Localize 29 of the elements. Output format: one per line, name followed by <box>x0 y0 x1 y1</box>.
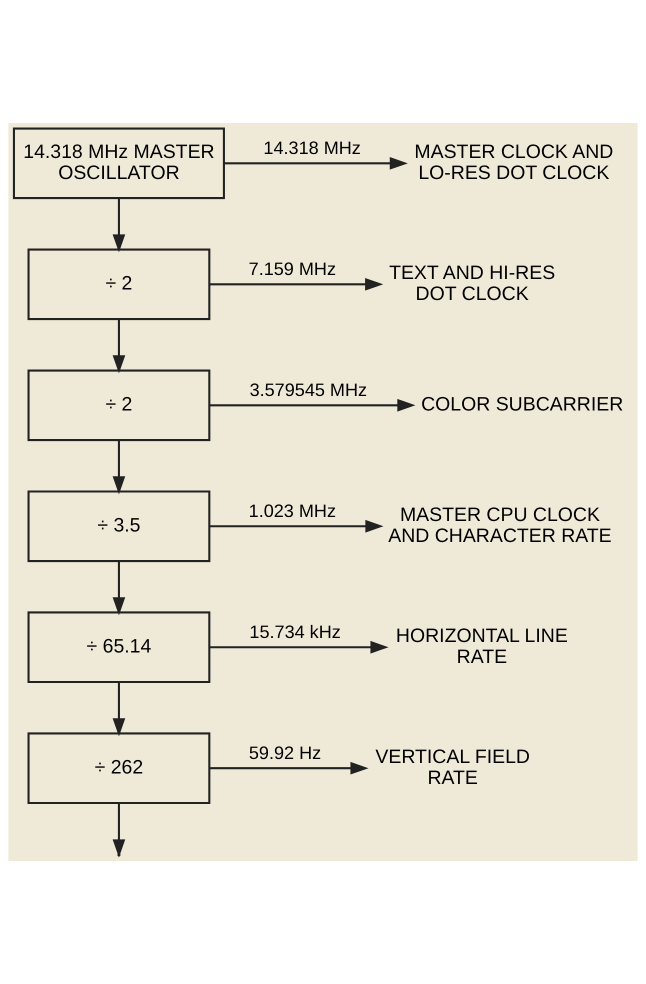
arrow <box>210 520 384 533</box>
arrow <box>112 319 126 374</box>
node-box: ÷ 3.5 <box>28 490 210 562</box>
arrow <box>112 561 126 616</box>
edge-label: 15.734 kHz <box>249 622 341 642</box>
node-box: ÷ 65.14 <box>28 611 210 684</box>
node-box: ÷ 2 <box>28 248 210 320</box>
node-box: 14.318 MHz MASTER OSCILLATOR <box>12 128 225 200</box>
arrow <box>210 640 389 654</box>
arrow <box>224 157 408 170</box>
edge-label: 7.159 MHz <box>248 259 336 280</box>
edge-label: 14.318 MHz <box>263 138 361 158</box>
node-text: COLOR SUBCARRIER <box>421 393 624 416</box>
node-text: TEXT AND HI-RES DOT CLOCK <box>389 262 556 305</box>
node-text: MASTER CLOCK AND LO-RES DOT CLOCK <box>414 141 614 184</box>
edge-label: 59.92 Hz <box>248 743 322 764</box>
arrow <box>209 398 416 412</box>
arrow <box>209 278 384 291</box>
node-box: ÷ 262 <box>28 732 210 804</box>
node-text: MASTER CPU CLOCK AND CHARACTER RATE <box>388 504 612 547</box>
node-box: ÷ 2 <box>28 369 210 442</box>
node-text: VERTICAL FIELD RATE <box>375 746 530 789</box>
edge-label: 3.579545 MHz <box>250 380 368 400</box>
node-text: HORIZONTAL LINE RATE <box>396 624 568 668</box>
arrow <box>210 762 369 775</box>
edge-label: 1.023 MHz <box>248 501 336 522</box>
arrow <box>112 440 126 494</box>
arrow <box>112 682 126 736</box>
arrow <box>112 198 126 252</box>
